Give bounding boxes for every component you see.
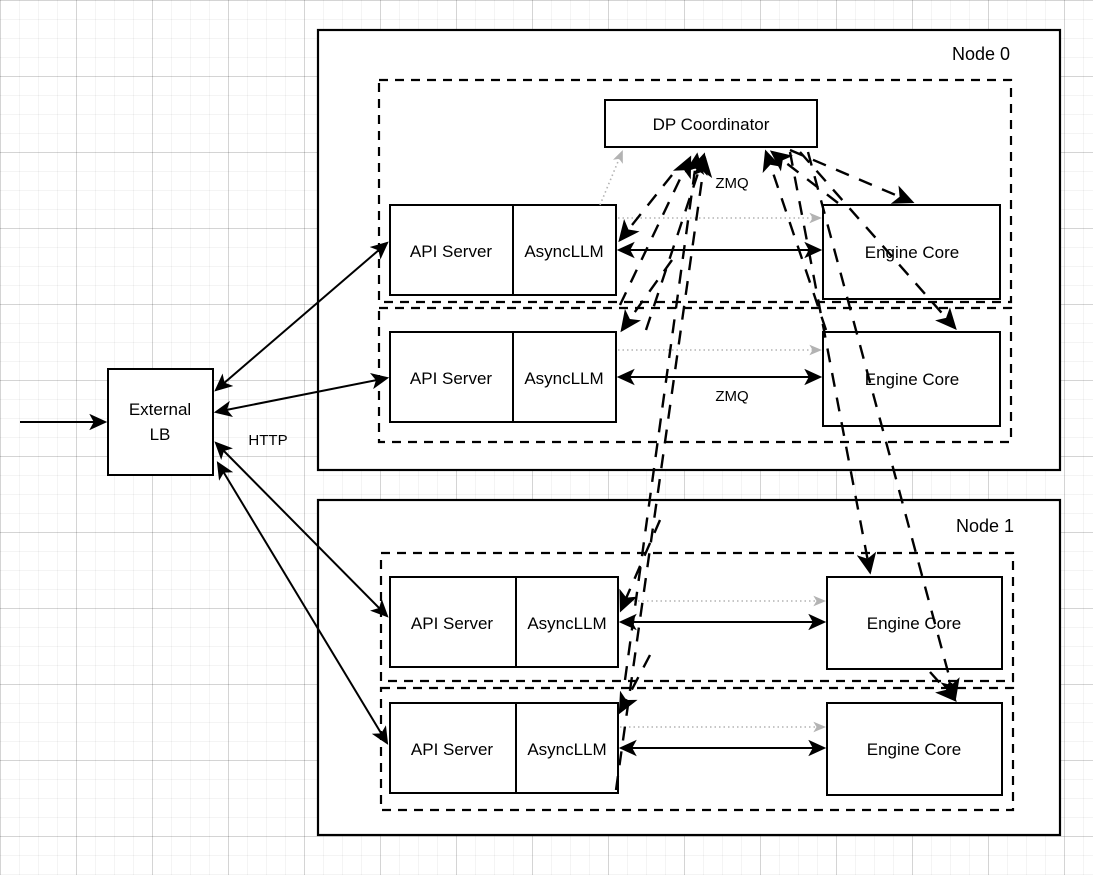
- dp-coordinator-label: DP Coordinator: [653, 115, 770, 134]
- zmq-label-top: ZMQ: [715, 175, 748, 192]
- asyncllm-label: AsyncLLM: [524, 242, 603, 261]
- dashed-coordinator-to-asyncllm-n1g1: [618, 654, 652, 715]
- dashed-enginecore-n0g1-to-coordinator: [762, 149, 828, 331]
- node-0-label: Node 0: [952, 44, 1010, 64]
- dashed-coordinator-to-asyncllm-n1g0: [619, 519, 662, 613]
- api-server-label: API Server: [410, 369, 493, 388]
- lb-to-api-server-n0g0-arrow: [214, 241, 389, 392]
- node-1-group-1-boundary: [379, 686, 1015, 812]
- asyncllm-label: AsyncLLM: [524, 369, 603, 388]
- dashed-upward-coordinator-left-b: [618, 155, 692, 306]
- engine-core-box[interactable]: [822, 204, 1001, 300]
- external-lb-label-line1: External: [129, 400, 191, 419]
- node-1-label: Node 1: [956, 516, 1014, 536]
- api-server-label: API Server: [410, 242, 493, 261]
- engine-core-box[interactable]: [826, 576, 1003, 670]
- dotted-arrow-asyncllm-to-coordinator: [599, 150, 623, 206]
- zmq-label-mid: ZMQ: [715, 388, 748, 405]
- asyncllm-label: AsyncLLM: [527, 614, 606, 633]
- dashed-coordinator-to-enginecore-n1g0: [788, 151, 877, 575]
- node-0-group-0-engine-core[interactable]: Engine Core: [822, 204, 1001, 300]
- node-1-group-0-api-unit[interactable]: API Server AsyncLLM: [389, 576, 619, 668]
- external-lb-label-line2: LB: [150, 425, 171, 444]
- dp-coordinator-box[interactable]: [604, 99, 818, 148]
- engine-core-box[interactable]: [822, 331, 1001, 427]
- dashed-upward-coordinator-left-a: [644, 152, 708, 331]
- dashed-coordinator-to-enginecore-n1g1: [806, 151, 960, 701]
- dashed-enginecore-n0g0-to-coordinator: [769, 150, 839, 204]
- api-server-asyncllm-box[interactable]: [389, 576, 619, 668]
- node-0-group-0-api-unit[interactable]: API Server AsyncLLM: [389, 204, 617, 296]
- engine-core-label: Engine Core: [865, 243, 960, 262]
- dashed-coordinator-to-asyncllm-n0g0: [618, 174, 673, 243]
- api-server-asyncllm-box[interactable]: [389, 702, 619, 794]
- node-1-group-0-engine-core[interactable]: Engine Core: [826, 576, 1003, 670]
- dashed-into-enginecore-n1g1-short: [929, 671, 957, 703]
- api-server-asyncllm-box[interactable]: [389, 331, 617, 423]
- dp-coordinator[interactable]: DP Coordinator: [604, 99, 818, 148]
- node-0-group-1-engine-core[interactable]: Engine Core: [822, 331, 1001, 427]
- lb-to-api-server-n1g1-arrow: [216, 461, 389, 745]
- dashed-asyncllm-n1g1-to-coordinator: [614, 155, 713, 791]
- external-lb[interactable]: External LB: [107, 368, 214, 476]
- lb-to-api-server-n0g1-arrow: [213, 372, 390, 418]
- external-lb-box[interactable]: [107, 368, 214, 476]
- dashed-coordinator-to-enginecore-n0g0: [789, 148, 915, 204]
- node-1-group-1-engine-core[interactable]: Engine Core: [826, 702, 1003, 796]
- node-0-group-0-boundary: [377, 78, 1013, 304]
- http-label: HTTP: [248, 432, 287, 449]
- api-server-asyncllm-box[interactable]: [389, 204, 617, 296]
- node-0-group-1-api-unit[interactable]: API Server AsyncLLM: [389, 331, 617, 423]
- engine-core-box[interactable]: [826, 702, 1003, 796]
- engine-core-label: Engine Core: [867, 740, 962, 759]
- node-1-group-1-api-unit[interactable]: API Server AsyncLLM: [389, 702, 619, 794]
- api-server-label: API Server: [411, 614, 494, 633]
- engine-core-label: Engine Core: [865, 370, 960, 389]
- asyncllm-label: AsyncLLM: [527, 740, 606, 759]
- api-server-label: API Server: [411, 740, 494, 759]
- engine-core-label: Engine Core: [867, 614, 962, 633]
